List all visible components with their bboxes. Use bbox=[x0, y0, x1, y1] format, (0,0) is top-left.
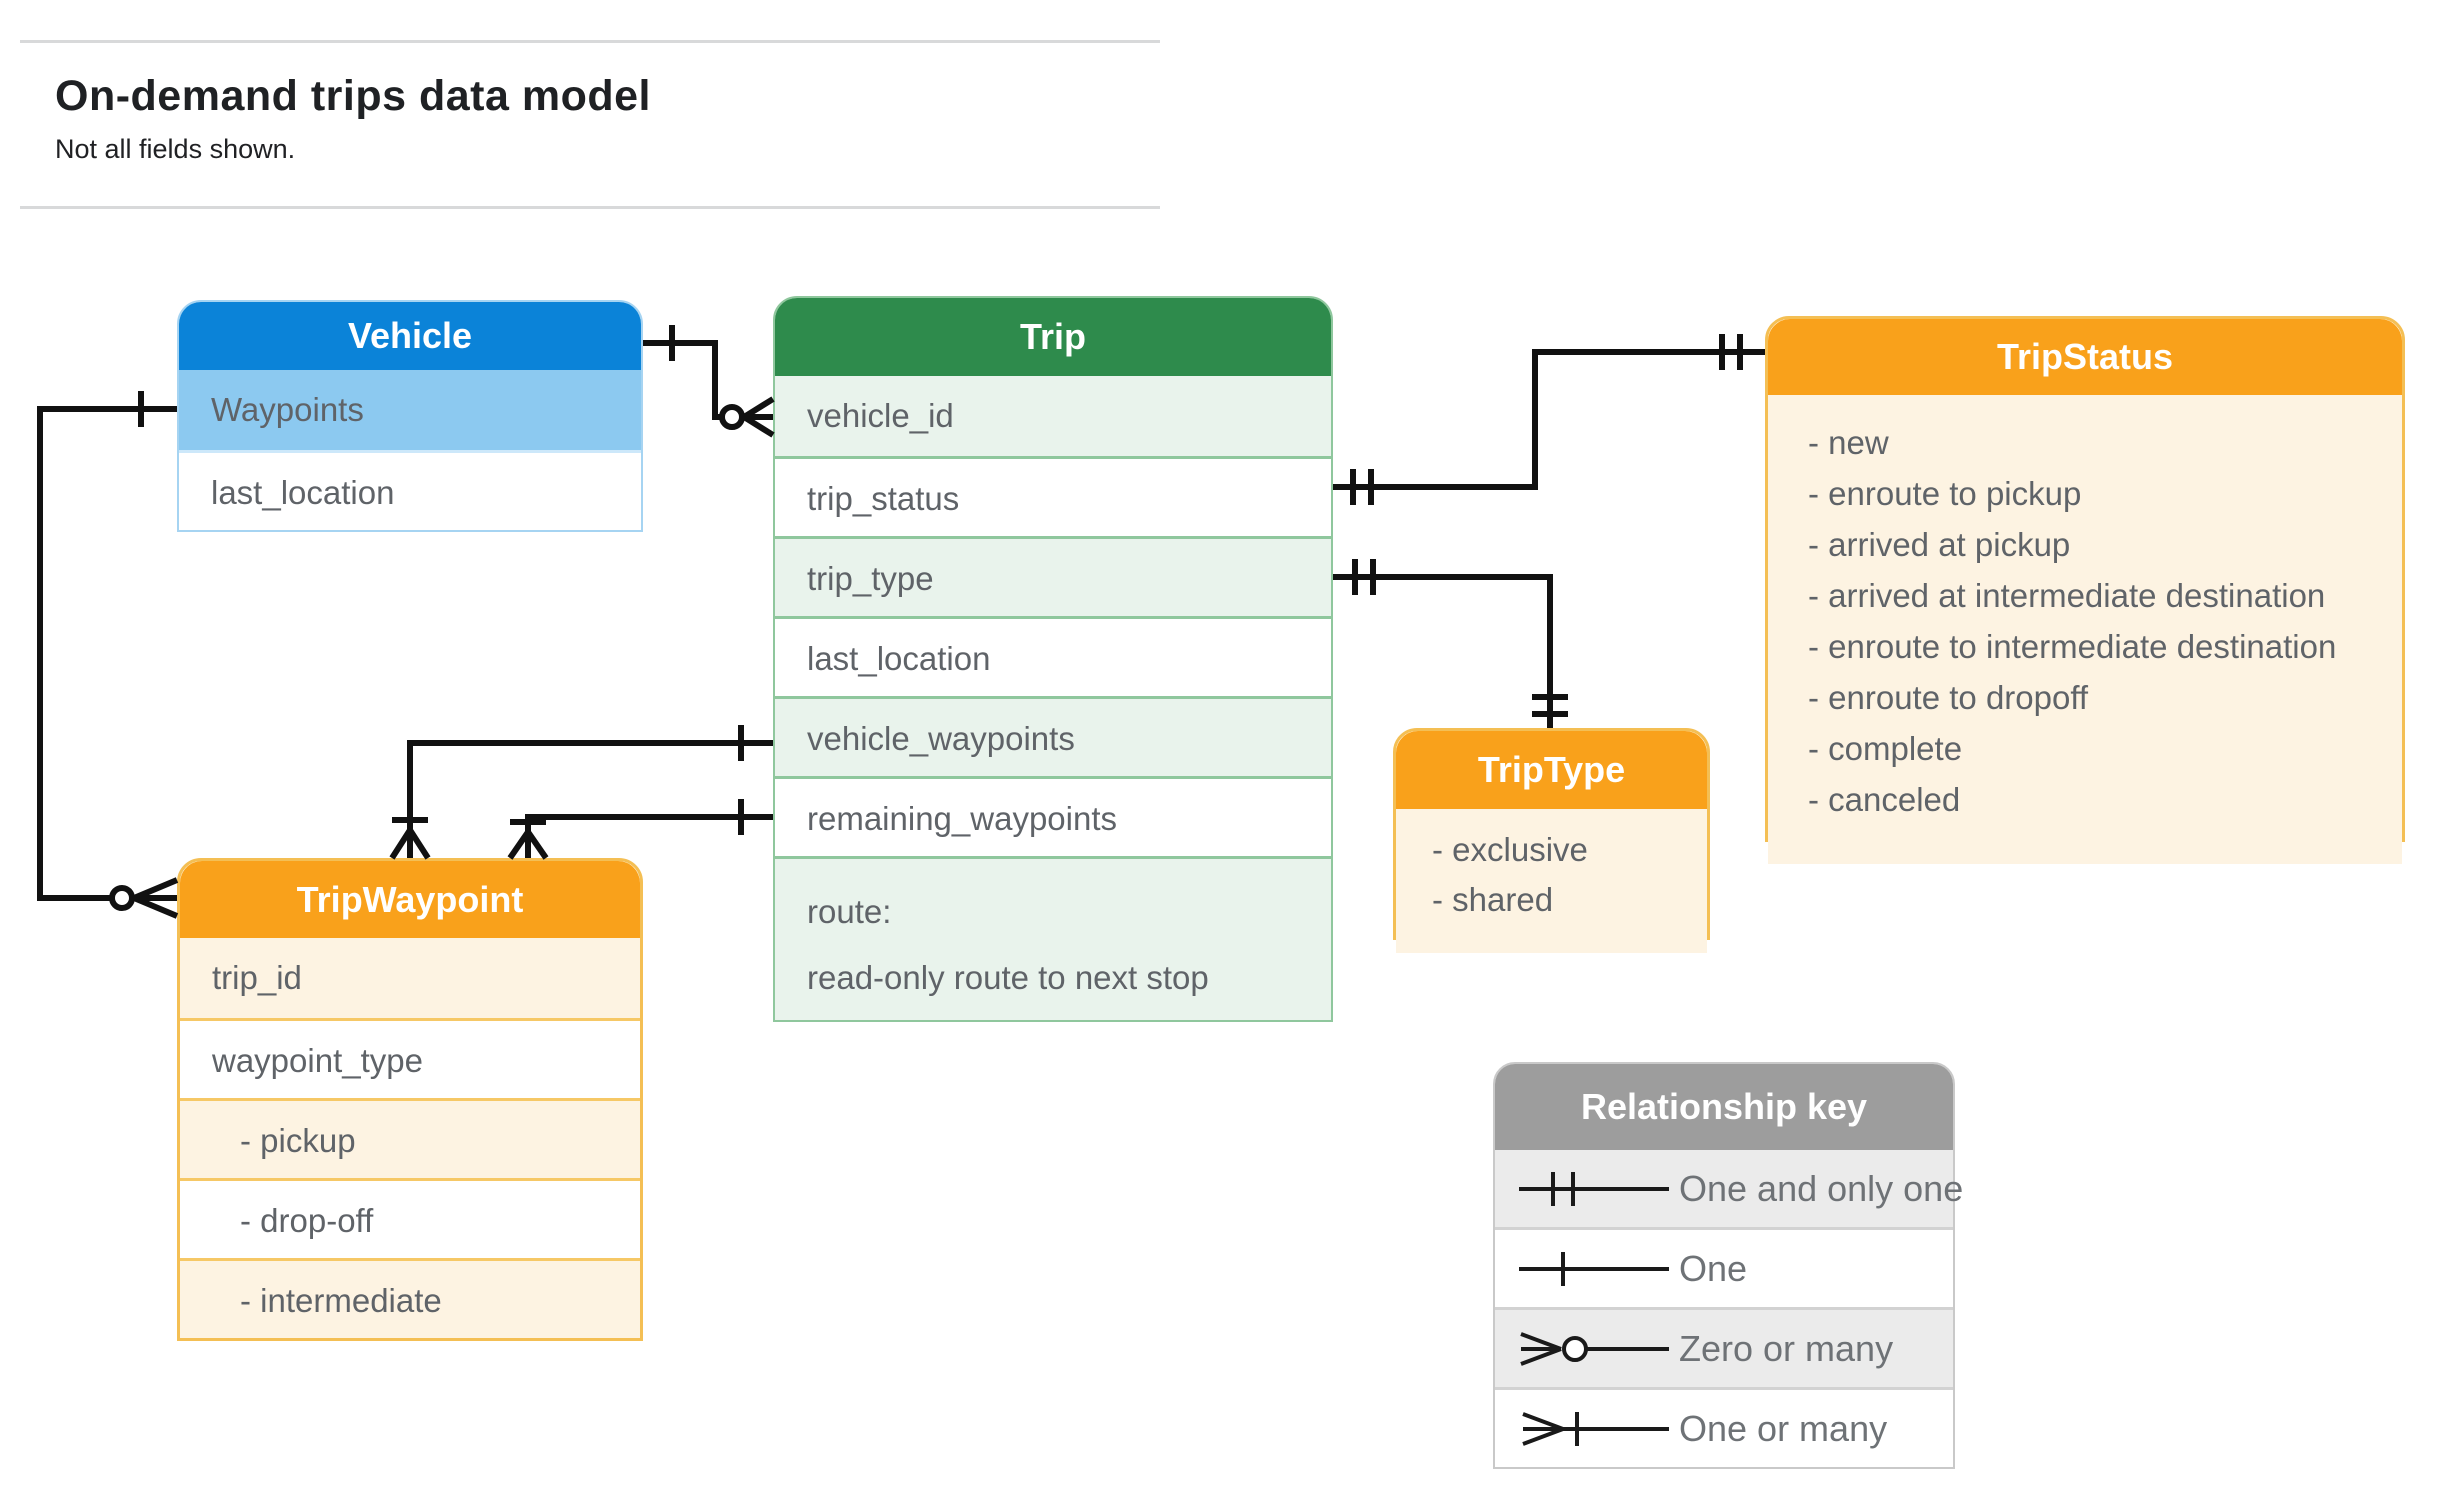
entity-triptype-title: TripType bbox=[1396, 731, 1707, 809]
connector-vehicle-waypoints-to-tripwaypoint bbox=[37, 391, 179, 919]
entity-vehicle: Vehicle Waypoints last_location bbox=[177, 300, 643, 532]
field-trip-type: trip_type bbox=[775, 536, 1331, 616]
tripstatus-value: - canceled bbox=[1808, 781, 1961, 818]
tripstatus-value: - enroute to dropoff bbox=[1808, 679, 2089, 716]
tripstatus-value: - complete bbox=[1808, 730, 1963, 767]
field-trip-vehicle-id: vehicle_id bbox=[775, 376, 1331, 456]
field-trip-route: route: read-only route to next stop bbox=[775, 856, 1331, 1020]
field-tripwaypoint-waypoint-type: waypoint_type bbox=[180, 1018, 640, 1098]
field-trip-vehicle-waypoints: vehicle_waypoints bbox=[775, 696, 1331, 776]
tripstatus-value: - new bbox=[1808, 424, 1889, 461]
key-label: One bbox=[1679, 1247, 1748, 1289]
triptype-values: - exclusive - shared bbox=[1396, 809, 1707, 953]
one-icon bbox=[1519, 1251, 1669, 1286]
one-and-only-one-icon bbox=[1519, 1171, 1669, 1206]
connector-vehicle-waypoints-field-to-tripwaypoint bbox=[389, 725, 773, 860]
tripstatus-values: - new - enroute to pickup - arrived at p… bbox=[1768, 395, 2402, 864]
entity-vehicle-title: Vehicle bbox=[179, 302, 641, 370]
relationship-key-title: Relationship key bbox=[1495, 1064, 1953, 1150]
key-label: Zero or many bbox=[1679, 1327, 1894, 1369]
top-rule bbox=[20, 40, 1160, 43]
entity-trip: Trip vehicle_id trip_status trip_type la… bbox=[773, 296, 1333, 1022]
field-tripwaypoint-trip-id: trip_id bbox=[180, 938, 640, 1018]
field-trip-last-location: last_location bbox=[775, 616, 1331, 696]
entity-tripstatus: TripStatus - new - enroute to pickup - a… bbox=[1765, 316, 2405, 864]
field-trip-status: trip_status bbox=[775, 456, 1331, 536]
relationship-key: Relationship key One and only one One bbox=[1493, 1062, 1963, 1469]
key-label: One or many bbox=[1679, 1407, 1888, 1449]
key-row-one-or-many: One or many bbox=[1495, 1387, 1953, 1467]
triptype-value: - exclusive bbox=[1432, 831, 1588, 868]
tripstatus-value: - enroute to intermediate destination bbox=[1808, 628, 2337, 665]
zero-or-many-icon bbox=[1520, 1331, 1669, 1366]
connector-trip-type-to-triptype bbox=[1333, 559, 1568, 728]
tripwaypoint-value-pickup: - pickup bbox=[180, 1098, 640, 1178]
field-vehicle-last-location: last_location bbox=[179, 450, 641, 530]
triptype-value: - shared bbox=[1432, 881, 1554, 918]
tripstatus-value: - arrived at intermediate destination bbox=[1808, 577, 2326, 614]
page-subtitle: Not all fields shown. bbox=[55, 134, 296, 164]
key-label: One and only one bbox=[1679, 1167, 1964, 1209]
tripwaypoint-value-dropoff: - drop-off bbox=[180, 1178, 640, 1258]
tripstatus-value: - enroute to pickup bbox=[1808, 475, 2082, 512]
connector-vehicle-to-trip bbox=[643, 325, 775, 438]
connector-trip-status-to-tripstatus bbox=[1333, 334, 1765, 505]
entity-tripstatus-title: TripStatus bbox=[1768, 319, 2402, 395]
key-row-one: One bbox=[1495, 1227, 1953, 1307]
connector-remaining-waypoints-to-tripwaypoint bbox=[507, 799, 773, 860]
bottom-rule bbox=[20, 206, 1160, 209]
key-row-one-and-only-one: One and only one bbox=[1495, 1150, 1963, 1227]
field-trip-route-name: route: bbox=[807, 893, 892, 930]
field-vehicle-waypoints: Waypoints bbox=[179, 370, 641, 450]
entity-tripwaypoint: TripWaypoint trip_id waypoint_type - pic… bbox=[177, 858, 643, 1341]
field-trip-route-desc: read-only route to next stop bbox=[807, 959, 1209, 996]
key-row-zero-or-many: Zero or many bbox=[1495, 1307, 1953, 1387]
field-trip-remaining-waypoints: remaining_waypoints bbox=[775, 776, 1331, 856]
one-or-many-icon bbox=[1522, 1411, 1669, 1446]
tripwaypoint-value-intermediate: - intermediate bbox=[180, 1258, 640, 1338]
tripstatus-value: - arrived at pickup bbox=[1808, 526, 2071, 563]
page-title: On-demand trips data model bbox=[55, 72, 651, 120]
entity-trip-title: Trip bbox=[775, 298, 1331, 376]
entity-tripwaypoint-title: TripWaypoint bbox=[180, 861, 640, 938]
entity-triptype: TripType - exclusive - shared bbox=[1393, 728, 1710, 953]
